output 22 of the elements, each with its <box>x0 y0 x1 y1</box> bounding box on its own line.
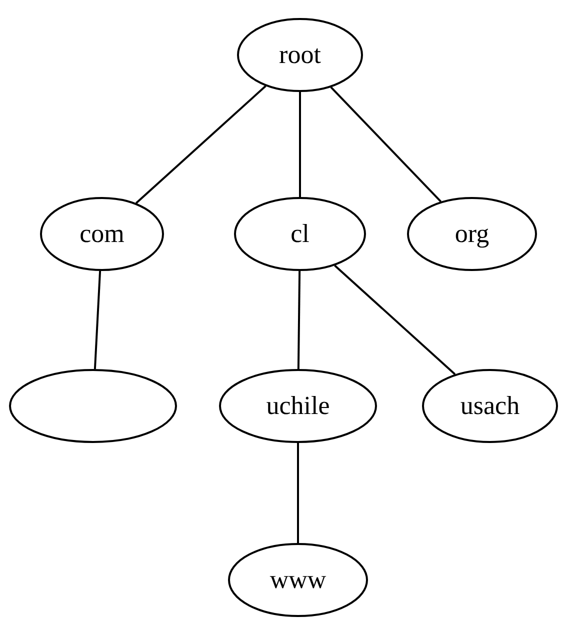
connector-line <box>94 270 102 370</box>
connector-line <box>334 264 456 376</box>
node-label: uchile <box>266 391 330 421</box>
connector-line <box>330 86 442 202</box>
ellipse-node <box>219 369 377 443</box>
ellipse-node <box>40 197 164 271</box>
ellipse-node <box>407 197 537 271</box>
ellipse-node <box>234 197 366 271</box>
node-label: usach <box>460 391 520 421</box>
connector-line <box>297 270 301 370</box>
connector-line <box>297 443 299 543</box>
ellipse-node <box>9 369 177 443</box>
node-label: root <box>279 40 321 70</box>
node-label: org <box>454 219 490 249</box>
connector-line <box>299 92 301 197</box>
ellipse-node <box>228 543 368 617</box>
node-label: com <box>80 219 124 249</box>
node-label: cl <box>290 219 310 249</box>
connector-line <box>135 85 266 204</box>
ellipse-node <box>237 18 363 92</box>
ellipse-node <box>422 369 558 443</box>
node-label: www <box>270 565 326 595</box>
